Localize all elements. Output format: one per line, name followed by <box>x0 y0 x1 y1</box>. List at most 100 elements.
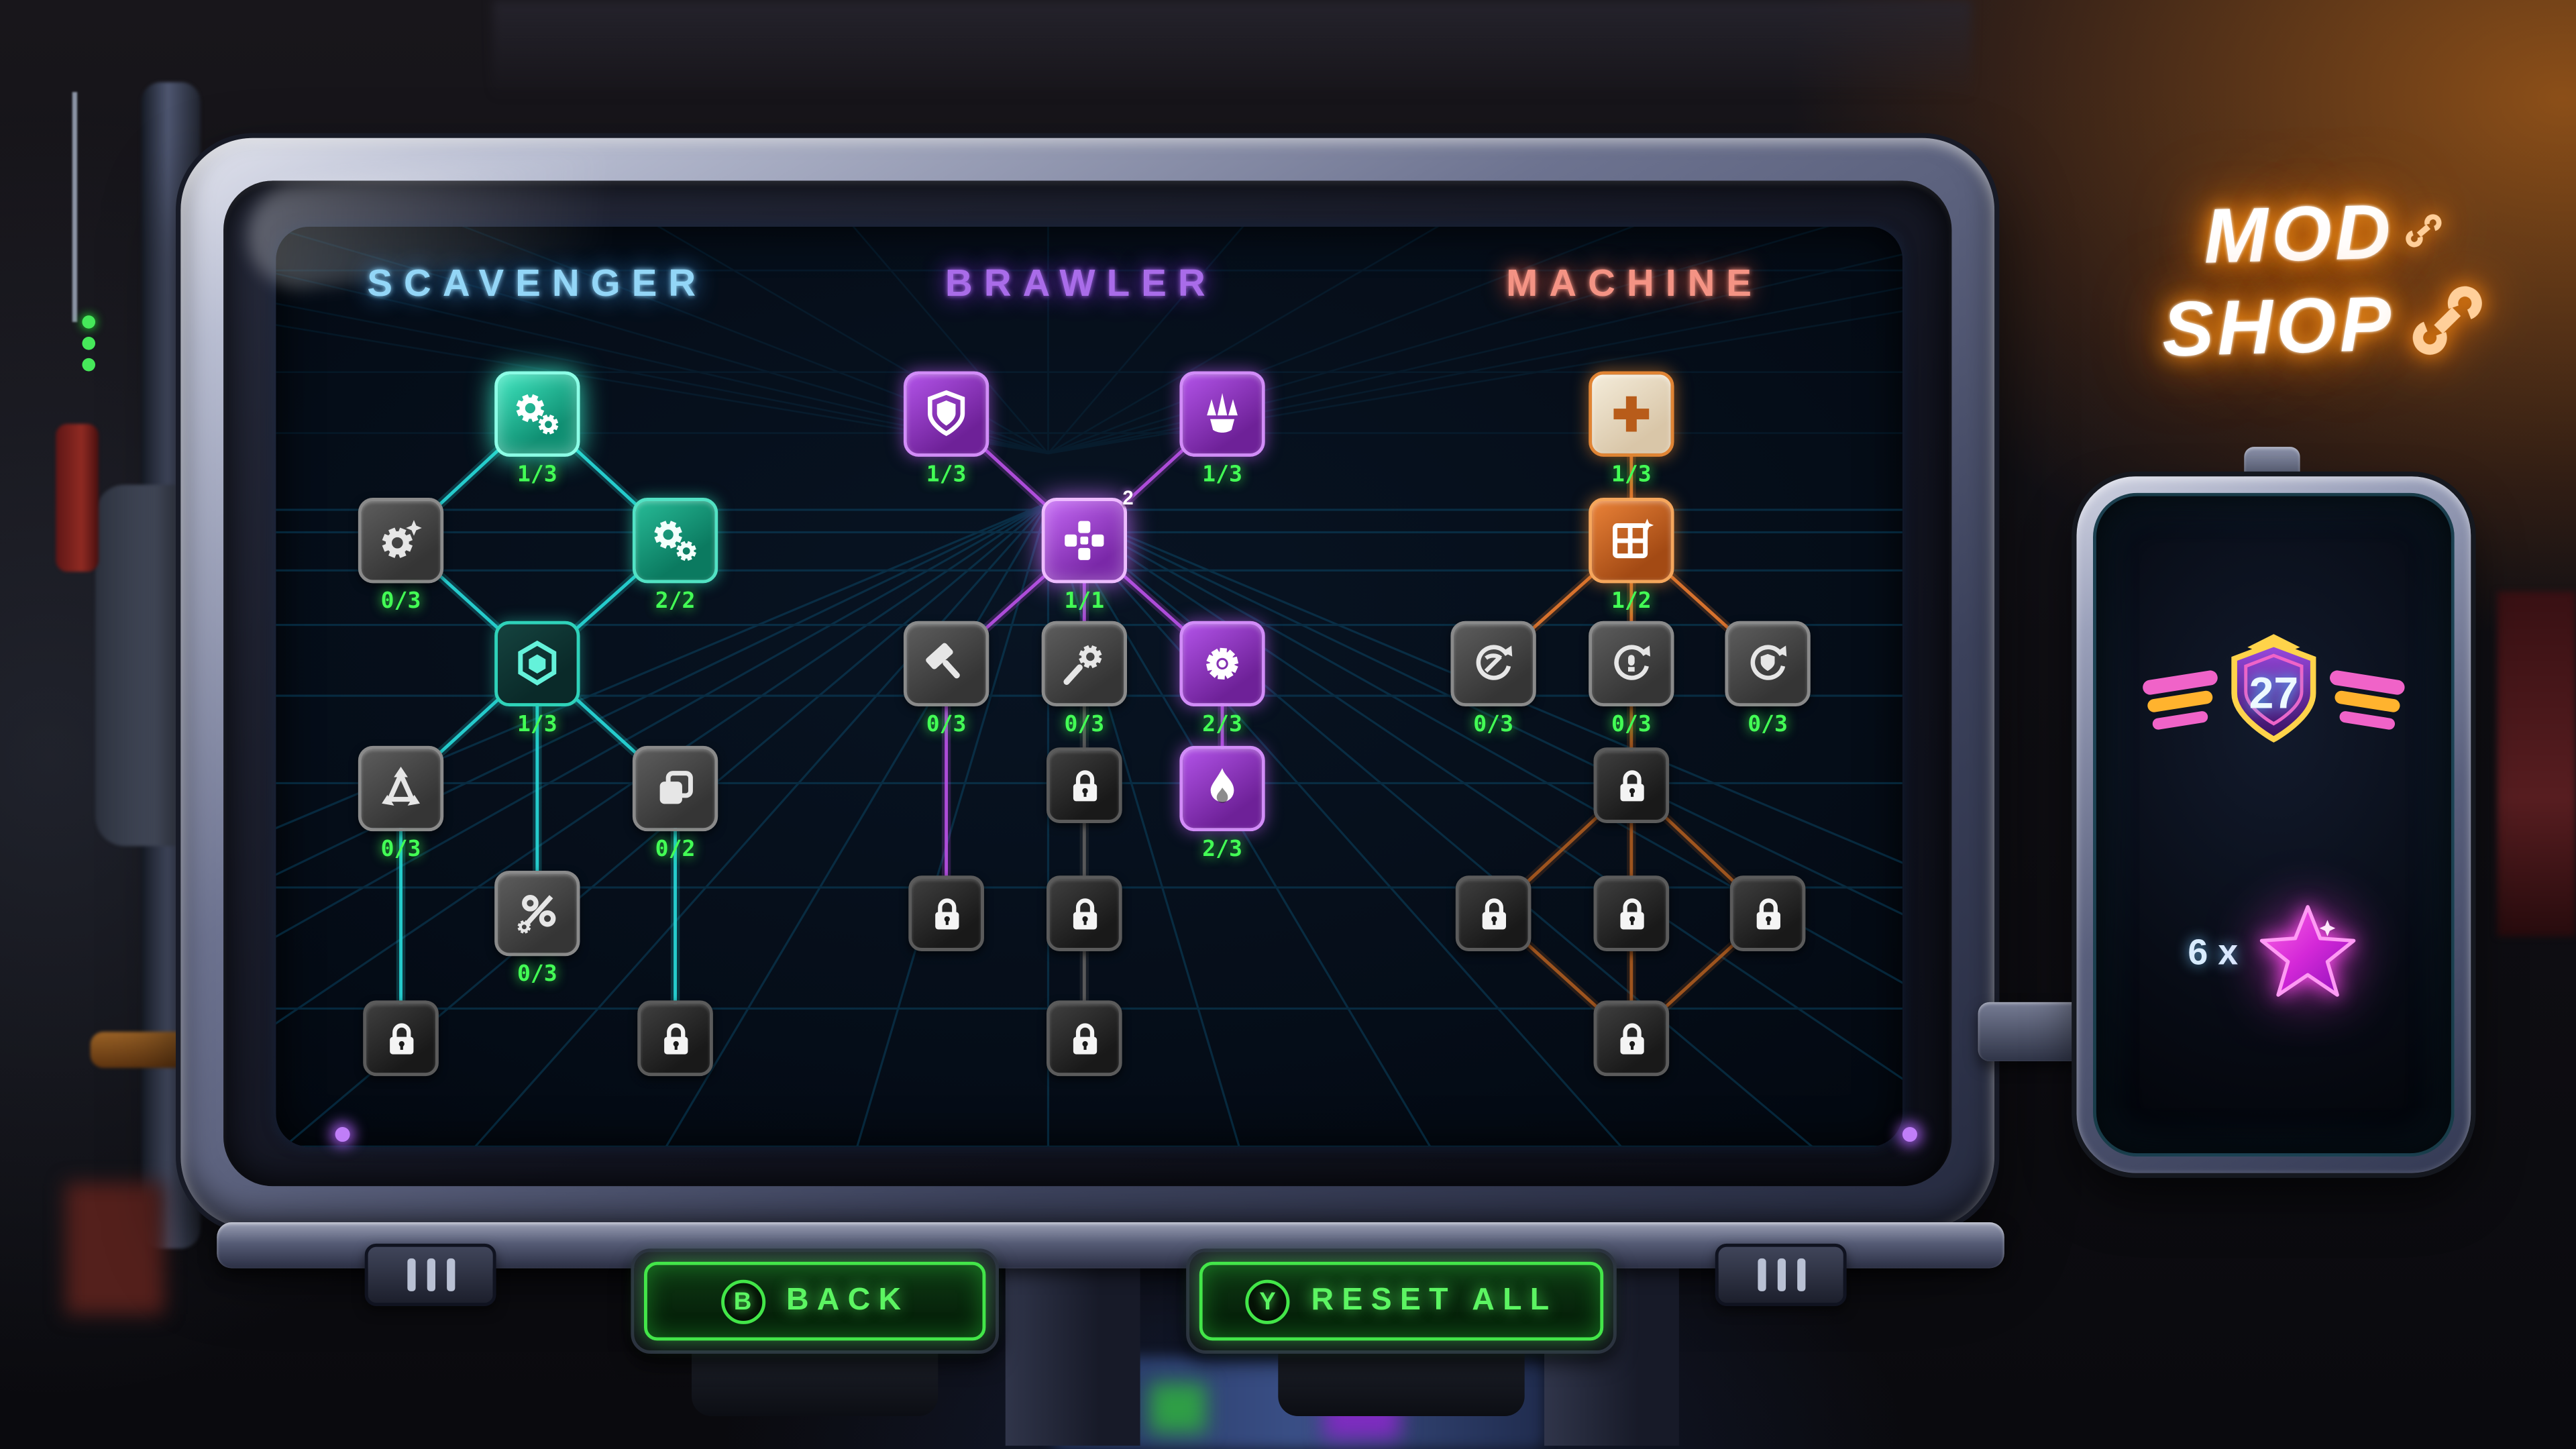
flail-icon <box>1057 636 1112 692</box>
star-count-label: 6 x <box>2188 931 2239 973</box>
back-button-base: B BACK <box>631 1248 999 1354</box>
background-blob-green <box>1150 1383 1206 1433</box>
gears-icon <box>509 386 565 442</box>
skill-node-machine-cycle-shield[interactable] <box>1725 621 1811 707</box>
badge-level: 27 <box>2249 669 2299 718</box>
lock-icon <box>1609 763 1654 808</box>
skill-node-scavenger-lock[interactable] <box>637 1000 713 1077</box>
bezel-light-left <box>335 1127 350 1142</box>
skill-node-brawler-lock[interactable] <box>908 875 984 951</box>
skill-node-scavenger-lock[interactable] <box>363 1000 439 1077</box>
recycle-icon <box>373 761 429 816</box>
indicator-lights <box>82 315 96 329</box>
skill-node-brawler-spikes[interactable] <box>1179 371 1265 457</box>
cycle-pick-icon <box>1465 636 1521 692</box>
gamepad-y-icon: Y <box>1245 1279 1290 1324</box>
vent-slit <box>407 1258 415 1291</box>
badge-wings <box>2143 670 2405 730</box>
shield-badge-icon <box>918 386 974 442</box>
reset-all-button[interactable]: Y RESET ALL <box>1199 1261 1604 1341</box>
skill-node-brawler-flail[interactable] <box>1041 621 1128 707</box>
lock-icon <box>1062 763 1106 808</box>
back-button[interactable]: B BACK <box>644 1261 986 1341</box>
logo-word-shop: SHOP <box>2161 278 2396 372</box>
wrench-icon <box>2400 273 2494 368</box>
skill-node-scavenger-layers[interactable] <box>632 745 718 832</box>
skill-node-scavenger-gears[interactable] <box>494 371 580 457</box>
lock-icon <box>1471 892 1515 936</box>
skill-node-machine-lock[interactable] <box>1729 875 1806 951</box>
antenna <box>72 92 78 323</box>
reset-button-pedestal <box>1278 1350 1525 1417</box>
skill-node-brawler-lock[interactable] <box>1046 747 1122 823</box>
cycle-shield-icon <box>1739 636 1795 692</box>
vent-slit <box>1776 1258 1785 1291</box>
lock-icon <box>1062 1016 1106 1061</box>
vent-slit <box>445 1258 455 1291</box>
skill-node-brawler-lock[interactable] <box>1046 875 1122 951</box>
percent-icon <box>509 885 565 941</box>
bezel-light-right <box>1902 1127 1917 1142</box>
skill-node-brawler-shield-badge[interactable] <box>903 371 989 457</box>
back-button-pedestal <box>692 1350 938 1417</box>
saw-icon <box>1194 636 1250 692</box>
skill-node-brawler-lock[interactable] <box>1046 1000 1122 1077</box>
skill-node-machine-lock[interactable] <box>1593 875 1670 951</box>
gears-icon <box>647 513 703 568</box>
skill-node-brawler-fist2[interactable]: 2 <box>1041 486 1134 584</box>
wrench-icon <box>2400 207 2447 254</box>
spikes-icon <box>1194 386 1250 442</box>
vent-right <box>1715 1243 1847 1306</box>
skill-node-scavenger-percent[interactable] <box>494 870 580 957</box>
gear-spark-icon <box>373 513 429 568</box>
panel-arm <box>1978 1002 2084 1062</box>
layers-icon <box>647 761 703 816</box>
hex-core-icon <box>509 636 565 692</box>
monitor-stand <box>217 1222 2004 1269</box>
skill-node-brawler-saw[interactable] <box>1179 621 1265 707</box>
monitor-leg-left <box>1005 1261 1140 1446</box>
skill-node-scavenger-gears[interactable] <box>632 498 718 584</box>
lock-icon <box>1609 892 1654 936</box>
fist2-icon <box>1057 513 1112 568</box>
reward-panel: 27 6 x <box>2076 476 2471 1173</box>
reset-button-base: Y RESET ALL <box>1186 1248 1617 1354</box>
skill-node-machine-lock[interactable] <box>1593 1000 1670 1077</box>
vent-left <box>364 1243 496 1306</box>
vent-slit <box>1796 1258 1805 1291</box>
skill-node-machine-lock[interactable] <box>1455 875 1532 951</box>
cycle-bullet-icon <box>1603 636 1659 692</box>
lock-icon <box>1609 1016 1654 1061</box>
flame-icon <box>1194 761 1250 816</box>
skill-node-machine-lock[interactable] <box>1593 747 1670 823</box>
cross-icon <box>1603 386 1659 442</box>
lock-icon <box>378 1016 423 1061</box>
hammer-icon <box>918 636 974 692</box>
skill-node-machine-window[interactable] <box>1589 498 1674 584</box>
skill-node-machine-cycle-bullet[interactable] <box>1589 621 1674 707</box>
skill-node-machine-cross[interactable] <box>1589 371 1674 457</box>
skill-node-scavenger-recycle[interactable] <box>358 745 444 832</box>
node-rank-badge: 2 <box>1122 486 1134 510</box>
logo-word-mod: MOD <box>2202 186 2396 280</box>
gamepad-b-icon: B <box>720 1279 765 1324</box>
reset-all-button-label: RESET ALL <box>1311 1283 1558 1318</box>
skill-node-brawler-hammer[interactable] <box>903 621 989 707</box>
mod-shop-logo: MOD SHOP <box>2127 182 2526 375</box>
background-top-beam <box>492 0 1972 99</box>
background-red-panel <box>2497 591 2576 936</box>
background-blob-red <box>65 1183 164 1315</box>
lock-icon <box>924 892 969 936</box>
lock-icon <box>1062 892 1106 936</box>
vent-slit <box>1757 1258 1766 1291</box>
winged-shield-icon: 27 <box>2143 634 2405 743</box>
window-icon <box>1603 513 1659 568</box>
skill-node-machine-cycle-pick[interactable] <box>1450 621 1536 707</box>
skill-node-scavenger-hex-core[interactable] <box>494 621 580 707</box>
background-canister <box>56 423 99 572</box>
skill-node-brawler-flame[interactable] <box>1179 745 1265 832</box>
vent-slit <box>426 1258 435 1291</box>
back-button-label: BACK <box>786 1283 910 1318</box>
skill-node-scavenger-gear-spark[interactable] <box>358 498 444 584</box>
